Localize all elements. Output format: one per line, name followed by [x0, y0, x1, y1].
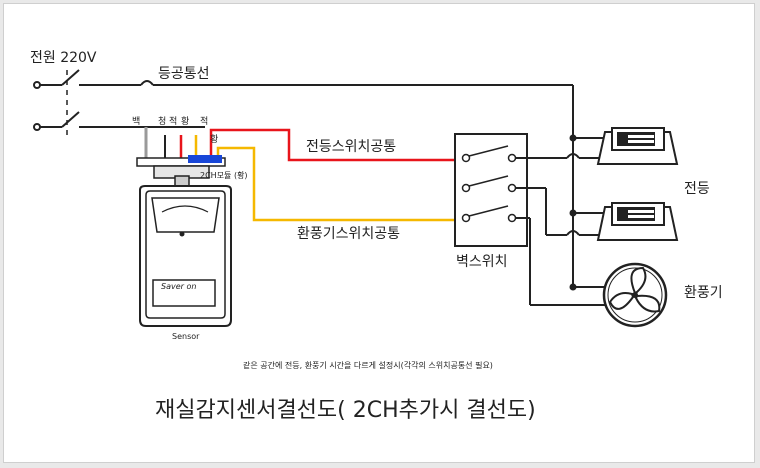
junction-dots	[569, 134, 577, 291]
light-common-label: 전등스위치공통	[306, 139, 396, 155]
power-label: 전원 220V	[30, 50, 97, 66]
lamp-2	[596, 202, 679, 241]
common-label: 등공통선	[158, 66, 210, 82]
wire-label-yellow: 황	[181, 116, 189, 127]
wire-label-white: 백	[132, 116, 140, 127]
note-text: 같은 공간에 전등, 환풍기 시간을 다르게 설정시(각각의 스위치공통선 필요…	[243, 360, 493, 370]
diagram-title: 재실감지센서결선도( 2CH추가시 결선도)	[155, 398, 536, 423]
wire-label-red2: 적	[200, 115, 208, 127]
wire-label-red: 적	[169, 115, 177, 127]
sensor-brand: Saver on	[161, 282, 196, 291]
wall-switch	[454, 133, 528, 247]
fan-common-label: 환풍기스위치공통	[297, 226, 400, 242]
sensor-device	[139, 165, 232, 327]
fan-icon	[602, 262, 668, 328]
module-connector	[188, 155, 222, 163]
fan-label: 환풍기	[684, 285, 723, 301]
wire-label-blue: 청	[158, 116, 166, 127]
lamp-1	[596, 127, 679, 165]
yellow-wire-main	[216, 146, 463, 222]
common-line	[100, 80, 574, 287]
wall-switch-label: 벽스위치	[456, 254, 508, 270]
wire-label-yellow2: 황	[210, 134, 218, 145]
sensor-label: Sensor	[172, 332, 200, 341]
lamp-label: 전등	[684, 181, 710, 197]
power-input	[33, 69, 100, 135]
red-wire-main	[209, 128, 463, 162]
module-label: 2CH모듈 (황)	[200, 170, 248, 180]
